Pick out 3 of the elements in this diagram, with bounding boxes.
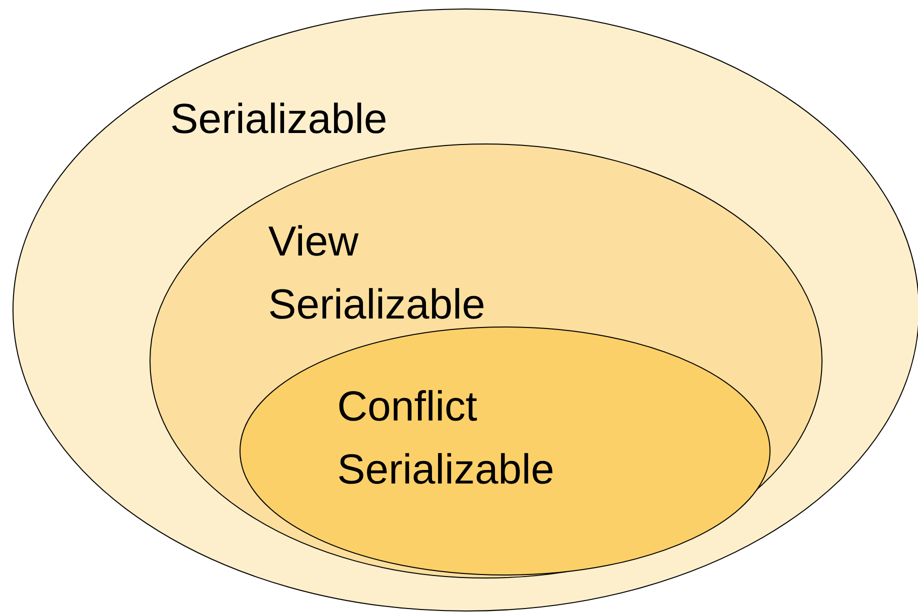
- set-label: View Serializable: [268, 225, 484, 319]
- set-label: Serializable: [172, 102, 386, 134]
- set-label: Conflict Serializable: [339, 390, 552, 484]
